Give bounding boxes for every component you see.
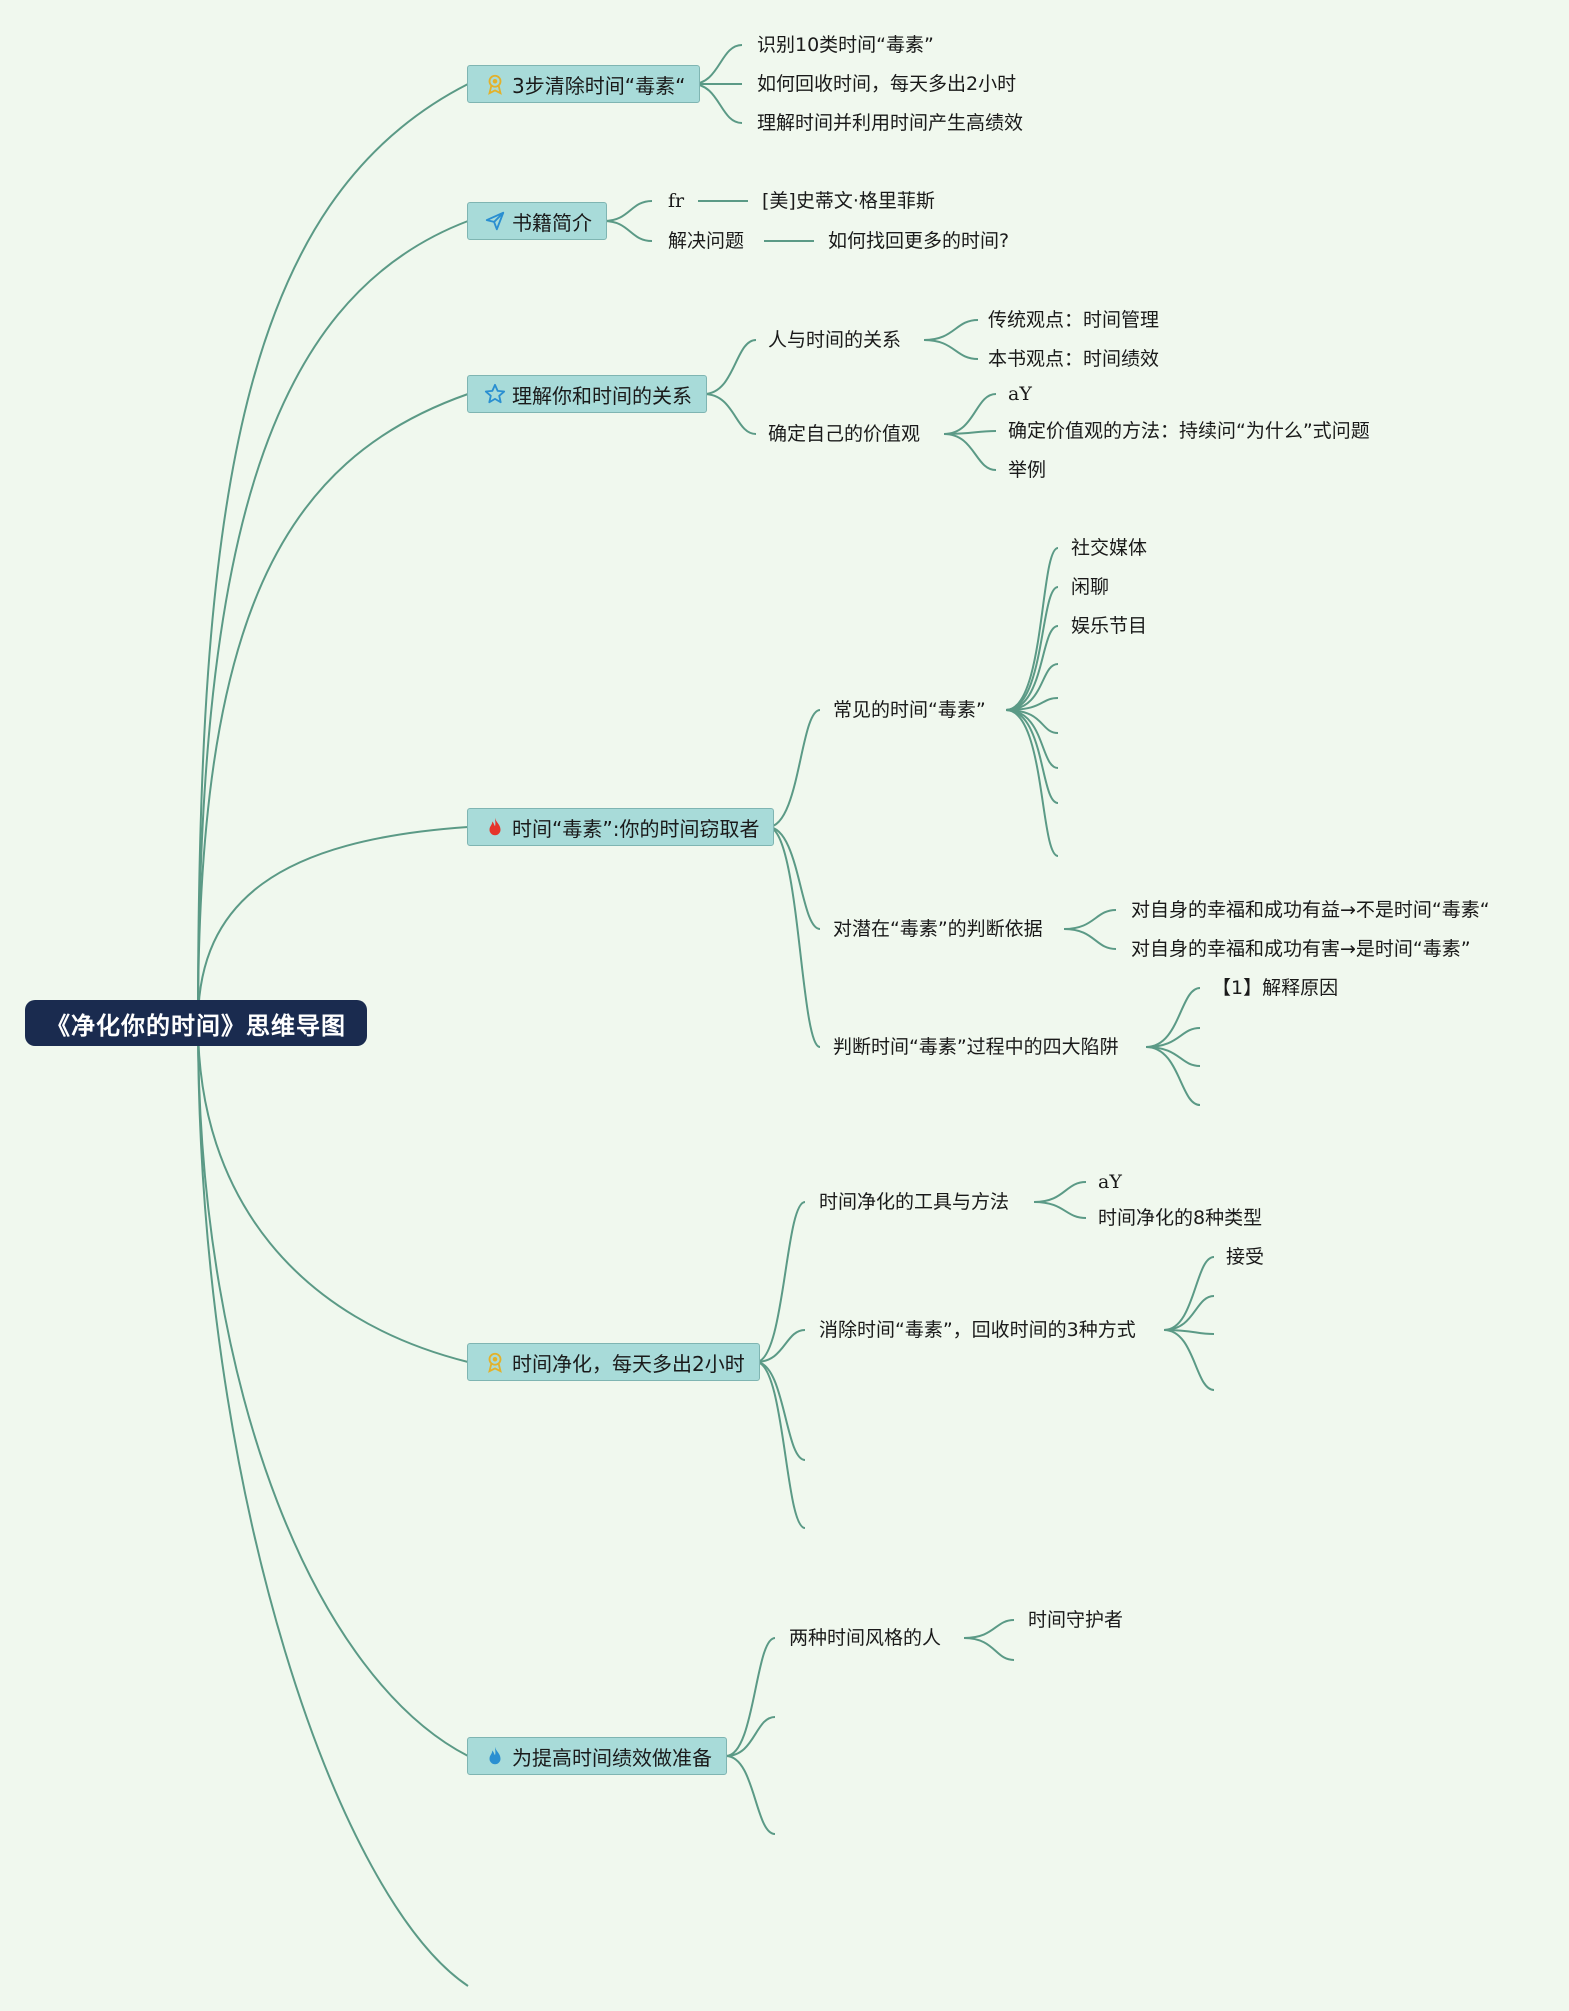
water-drop-icon (484, 1745, 506, 1767)
branch-book-intro[interactable]: 书籍简介 (467, 202, 607, 240)
leaf-author[interactable]: [美]史蒂文·格里菲斯 (762, 190, 935, 212)
award-icon (484, 73, 506, 95)
leaf-social-media[interactable]: 社交媒体 (1071, 537, 1148, 559)
branch-label: 为提高时间绩效做准备 (512, 1745, 712, 1770)
branch-three-steps[interactable]: 3步清除时间“毒素“ (467, 65, 701, 103)
leaf-time-guardian[interactable]: 时间守护者 (1028, 1609, 1124, 1631)
node-solve-problem[interactable]: 解决问题 (668, 230, 745, 252)
leaf-find-more-time[interactable]: 如何找回更多的时间? (828, 230, 1010, 252)
leaf-example[interactable]: 举例 (1008, 459, 1047, 481)
branch-label: 理解你和时间的关系 (512, 383, 692, 408)
fire-icon (484, 816, 506, 838)
branch-label: 时间“毒素”:你的时间窃取者 (512, 816, 760, 841)
leaf-entertainment[interactable]: 娱乐节目 (1071, 615, 1148, 637)
leaf-values-method[interactable]: 确定价值观的方法：持续问“为什么”式问题 (1008, 420, 1370, 442)
leaf-book-view[interactable]: 本书观点：时间绩效 (988, 348, 1160, 370)
node-two-time-styles[interactable]: 两种时间风格的人 (789, 1627, 942, 1649)
leaf-understand-time[interactable]: 理解时间并利用时间产生高绩效 (757, 112, 1024, 134)
branch-label: 时间净化，每天多出2小时 (512, 1351, 745, 1376)
branch-relationship[interactable]: 理解你和时间的关系 (467, 375, 707, 413)
root-title: 《净化你的时间》思维导图 (46, 1011, 346, 1040)
leaf-beneficial[interactable]: 对自身的幸福和成功有益→不是时间“毒素“ (1131, 899, 1490, 921)
leaf-ay[interactable]: aY (1098, 1171, 1122, 1193)
leaf-reclaim-time[interactable]: 如何回收时间，每天多出2小时 (757, 73, 1017, 95)
paper-plane-icon (484, 210, 506, 232)
node-judgment-basis[interactable]: 对潜在“毒素”的判断依据 (833, 918, 1043, 940)
node-four-traps[interactable]: 判断时间“毒素”过程中的四大陷阱 (833, 1036, 1119, 1058)
root-node[interactable]: 《净化你的时间》思维导图 (25, 1000, 367, 1046)
leaf-harmful[interactable]: 对自身的幸福和成功有害→是时间“毒素” (1131, 938, 1471, 960)
node-tools-methods[interactable]: 时间净化的工具与方法 (819, 1191, 1010, 1213)
leaf-identify-toxins[interactable]: 识别10类时间“毒素” (757, 34, 934, 56)
award-icon (484, 1351, 506, 1373)
branch-prepare-performance[interactable]: 为提高时间绩效做准备 (467, 1737, 727, 1775)
leaf-eight-types[interactable]: 时间净化的8种类型 (1098, 1207, 1263, 1229)
node-author-label[interactable]: fr (668, 190, 685, 212)
node-human-time-relation[interactable]: 人与时间的关系 (768, 329, 902, 351)
leaf-traditional-view[interactable]: 传统观点：时间管理 (988, 309, 1160, 331)
branch-label: 3步清除时间“毒素“ (512, 73, 686, 98)
node-values[interactable]: 确定自己的价值观 (768, 423, 921, 445)
star-icon (484, 383, 506, 405)
branch-time-toxins[interactable]: 时间“毒素”:你的时间窃取者 (467, 808, 775, 846)
branch-time-purification[interactable]: 时间净化，每天多出2小时 (467, 1343, 760, 1381)
branch-label: 书籍简介 (512, 210, 592, 235)
node-common-toxins[interactable]: 常见的时间“毒素” (833, 699, 986, 721)
leaf-explain-reason[interactable]: 【1】解释原因 (1212, 977, 1339, 999)
leaf-accept[interactable]: 接受 (1226, 1246, 1265, 1268)
leaf-chatting[interactable]: 闲聊 (1071, 576, 1110, 598)
leaf-ay[interactable]: aY (1008, 383, 1032, 405)
node-three-ways[interactable]: 消除时间“毒素”，回收时间的3种方式 (819, 1319, 1136, 1341)
